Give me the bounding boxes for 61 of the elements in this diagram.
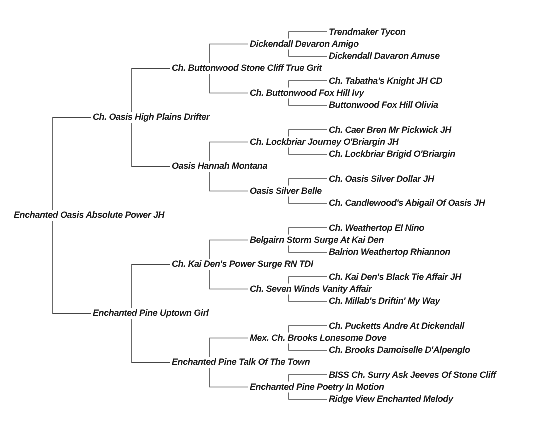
pedigree-name: Oasis Silver Belle (250, 186, 322, 197)
pedigree-connector (210, 240, 248, 260)
pedigree-connector (210, 338, 248, 358)
pedigree-connector (210, 368, 248, 388)
pedigree-connector (288, 326, 328, 334)
pedigree-connector (288, 32, 328, 40)
pedigree-name: Ch. Lockbriar Journey O'Briargin JH (250, 136, 399, 148)
pedigree-name: Ch. Oasis Silver Dollar JH (329, 174, 434, 184)
pedigree-name: Ch. Buttonwood Fox Hill Ivy (250, 88, 364, 99)
pedigree-name: Oasis Hannah Montana (172, 161, 268, 172)
pedigree-name: Ch. Caer Bren Mr Pickwick JH (329, 124, 452, 136)
pedigree-name: Enchanted Pine Poetry In Motion (250, 382, 384, 393)
pedigree-connector (210, 74, 248, 94)
pedigree-name: Ch. Seven Winds Vanity Affair (250, 284, 372, 295)
pedigree-connector (288, 245, 328, 253)
pedigree-connector (52, 117, 92, 211)
pedigree-connector (288, 343, 328, 351)
pedigree-name: Buttonwood Fox Hill Olivia (329, 100, 438, 111)
pedigree-name: Enchanted Pine Talk Of The Town (172, 357, 310, 368)
pedigree-name: Ridge View Enchanted Melody (329, 394, 454, 405)
pedigree-connector (288, 276, 328, 284)
pedigree-connector (288, 178, 328, 186)
pedigree-name: Ch. Weathertop El Nino (329, 222, 424, 234)
pedigree-connector (132, 318, 170, 364)
pedigree-name: Balrion Weathertop Rhiannon (329, 247, 450, 258)
pedigree-name: Dickendall Devaron Amigo (250, 38, 359, 50)
pedigree-connector (288, 374, 328, 382)
pedigree-connector (210, 172, 248, 192)
pedigree-name: Belgairn Storm Surge At Kai Den (250, 234, 384, 246)
pedigree-connector (288, 294, 328, 302)
pedigree-connector (288, 98, 328, 106)
pedigree-name: Ch. Oasis High Plains Drifter (93, 112, 210, 124)
pedigree-connector (210, 142, 248, 162)
pedigree-name: Mex. Ch. Brooks Lonesome Dove (250, 332, 387, 344)
pedigree-connector (288, 228, 328, 236)
pedigree-connector (132, 68, 170, 113)
pedigree-connector (288, 130, 328, 138)
pedigree-name: BISS Ch. Surry Ask Jeeves Of Stone Cliff (329, 370, 496, 380)
pedigree-connector (210, 270, 248, 290)
pedigree-name: Enchanted Pine Uptown Girl (93, 308, 209, 320)
pedigree-connector (132, 122, 170, 168)
pedigree-name: Ch. Tabatha's Knight JH CD (329, 76, 443, 86)
pedigree-name: Ch. Lockbriar Brigid O'Briargin (329, 149, 456, 160)
pedigree-name: Enchanted Oasis Absolute Power JH (14, 210, 165, 222)
pedigree-name: Ch. Kai Den's Black Tie Affair JH (329, 272, 462, 282)
pedigree-connector (288, 196, 328, 204)
pedigree-connector (52, 220, 92, 314)
pedigree-connector (288, 392, 328, 400)
pedigree-name: Ch. Brooks Damoiselle D'Alpenglo (329, 345, 470, 356)
pedigree-name: Ch. Buttonwood Stone Cliff True Grit (172, 63, 322, 74)
pedigree-name: Ch. Candlewood's Abigail Of Oasis JH (329, 198, 486, 209)
pedigree-connector (288, 80, 328, 88)
pedigree-name: Dickendall Davaron Amuse (329, 51, 440, 62)
pedigree-name: Ch. Millab's Driftin' My Way (329, 296, 440, 307)
pedigree-connector (132, 264, 170, 309)
pedigree-connector (288, 49, 328, 57)
pedigree-name: Trendmaker Tycon (329, 26, 406, 38)
pedigree-name: Ch. Kai Den's Power Surge RN TDI (172, 259, 314, 270)
pedigree-connector (210, 44, 248, 64)
pedigree-connector (288, 147, 328, 155)
pedigree-name: Ch. Pucketts Andre At Dickendall (329, 320, 464, 332)
